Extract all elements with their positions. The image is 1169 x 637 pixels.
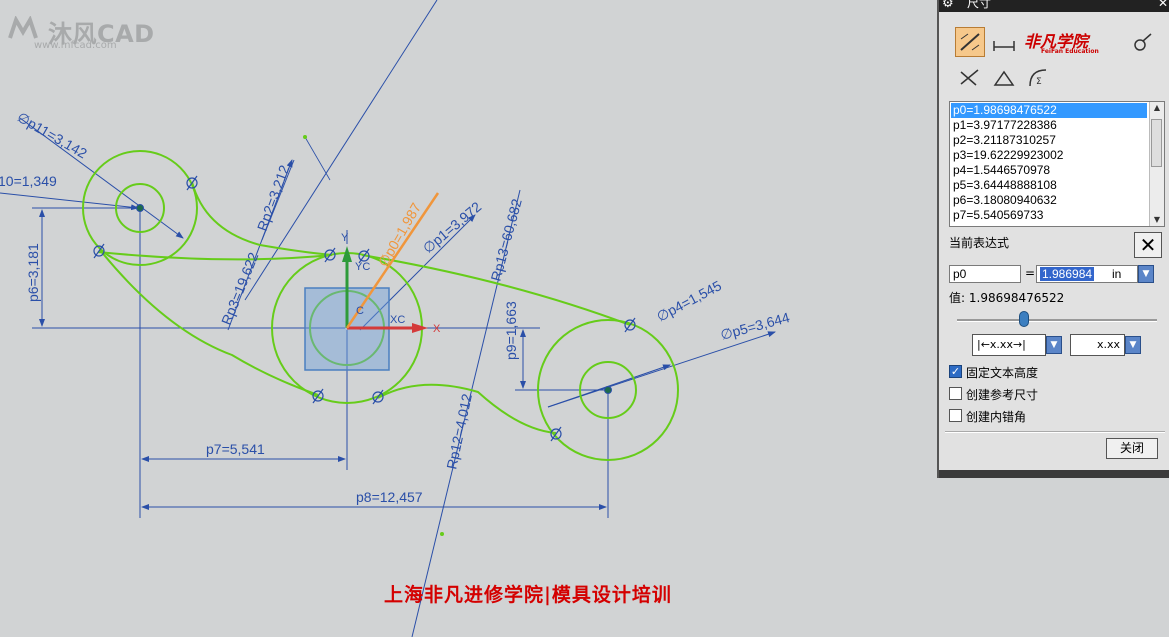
- create-alternate-angle-label: 创建内错角: [966, 410, 1027, 424]
- dialog-titlebar[interactable]: ⚙ 尺寸 ✕: [939, 0, 1169, 12]
- dimensions-dialog: ⚙ 尺寸 ✕ 非凡学院 FeiFan Education Σ p0=1.9869…: [937, 0, 1169, 478]
- gear-icon[interactable]: ⚙: [942, 0, 954, 11]
- arc-length-dimension-button[interactable]: Σ: [1023, 62, 1053, 92]
- arc-length-dimension-icon: Σ: [1029, 69, 1047, 87]
- create-reference-dimension-checkbox[interactable]: [949, 387, 962, 400]
- tolerance-dropdown-button[interactable]: ▼: [1125, 336, 1141, 354]
- tolerance-format-select[interactable]: x.xx: [1070, 334, 1125, 356]
- svg-text:Σ: Σ: [1036, 77, 1042, 87]
- dim-p6[interactable]: p6=3,181: [25, 243, 41, 302]
- value-slider-thumb[interactable]: [1019, 311, 1029, 327]
- scroll-down-icon[interactable]: ▼: [1153, 215, 1161, 224]
- dim-rp13[interactable]: Rp13=60,682: [487, 197, 524, 283]
- expression-list-item[interactable]: p0=1.98698476522: [951, 103, 1147, 118]
- current-expression-label: 当前表达式: [949, 236, 1010, 250]
- unit-label: in: [1112, 267, 1122, 281]
- dim-rp3[interactable]: Rp3=19,622: [218, 250, 262, 327]
- end-point[interactable]: [440, 532, 444, 536]
- dimension-toolbar: 非凡学院 FeiFan Education Σ: [949, 22, 1167, 98]
- create-alternate-angle-checkbox[interactable]: [949, 409, 962, 422]
- inferred-dimension-button[interactable]: [955, 27, 985, 57]
- watermark-url: www.mfcad.com: [34, 40, 117, 51]
- angular-dimension-icon: [960, 69, 979, 86]
- value-label: 值: 1.98698476522: [949, 291, 1065, 305]
- dimension-format-select[interactable]: |←x.xx→|: [972, 334, 1046, 356]
- dialog-title: 尺寸: [967, 0, 992, 10]
- dim-rp12[interactable]: Rp12=4,012: [443, 392, 475, 471]
- watermark-logo: 沐风CAD: [48, 20, 155, 48]
- angular-dimension-button[interactable]: [955, 62, 985, 92]
- y-axis-label: Y: [341, 232, 349, 244]
- dim-p4[interactable]: ∅p4=1,545: [654, 277, 724, 325]
- expression-list-item[interactable]: p1=3.97177228386: [953, 118, 1057, 132]
- brand-subtitle: FeiFan Education: [1041, 48, 1099, 55]
- close-icon[interactable]: ✕: [1157, 0, 1168, 10]
- equals-label: =: [1025, 266, 1036, 280]
- value-slider-track[interactable]: [957, 319, 1157, 322]
- dim-p5[interactable]: ∅p5=3,644: [719, 309, 792, 343]
- horizontal-dimension-button[interactable]: [989, 27, 1019, 57]
- graphics-viewport[interactable]: Y YC XC X C ∅p11=3,142 10=1,349 p6=3,181…: [0, 0, 937, 637]
- perimeter-dimension-icon: [993, 70, 1015, 86]
- delete-button[interactable]: ✕: [1134, 232, 1162, 258]
- expression-list-item[interactable]: p3=19.62229923002: [953, 148, 1064, 162]
- scroll-up-icon[interactable]: ▲: [1153, 103, 1161, 112]
- reference-line-lower[interactable]: [411, 189, 521, 637]
- value-dropdown-button[interactable]: ▼: [1138, 265, 1154, 283]
- brand-logo: 非凡学院: [1024, 32, 1089, 51]
- perimeter-dimension-button[interactable]: [989, 62, 1019, 92]
- format-dropdown-button[interactable]: ▼: [1046, 336, 1062, 354]
- expression-list-item[interactable]: p5=3.64448888108: [953, 178, 1057, 192]
- expression-list-item[interactable]: p2=3.21187310257: [953, 133, 1056, 147]
- dim-p9[interactable]: p9=1,663: [503, 301, 519, 360]
- dim-p8[interactable]: p8=12,457: [356, 489, 423, 505]
- footer-caption: 上海非凡进修学院|模具设计培训: [384, 584, 672, 606]
- reference-line-upper[interactable]: [244, 0, 438, 301]
- close-button[interactable]: 关闭: [1106, 438, 1158, 459]
- dim-rp2[interactable]: Rp2=3,212: [254, 163, 293, 233]
- p0-dimension-line[interactable]: [345, 192, 440, 329]
- expression-list-item[interactable]: p7=5.540569733: [953, 208, 1044, 222]
- scroll-thumb[interactable]: [1151, 119, 1162, 167]
- expression-list-item[interactable]: p4=1.5446570978: [953, 163, 1051, 177]
- yc-axis-label: YC: [355, 261, 370, 273]
- inferred-dimension-icon: [960, 33, 980, 51]
- value-selection: 1.986984: [1040, 267, 1095, 281]
- dim-p0[interactable]: ∅p0=1,987: [375, 200, 424, 270]
- fixed-text-height-checkbox[interactable]: ✓: [949, 365, 962, 378]
- expression-list-item[interactable]: p6=3.18080940632: [953, 193, 1057, 207]
- dialog-bottom-border: [939, 470, 1169, 478]
- dim-p7[interactable]: p7=5,541: [206, 441, 265, 457]
- expression-value-field[interactable]: 1.986984 in: [1036, 265, 1138, 283]
- vertical-scrollbar[interactable]: ▲ ▼: [1149, 102, 1164, 226]
- xc-axis-label: XC: [390, 314, 405, 326]
- create-reference-dimension-label: 创建参考尺寸: [966, 388, 1039, 402]
- divider: [945, 431, 1165, 433]
- sketch-canvas[interactable]: Y YC XC X C ∅p11=3,142 10=1,349 p6=3,181…: [0, 0, 937, 637]
- mfcad-logo-icon: [8, 16, 38, 39]
- c-label: C: [356, 305, 364, 317]
- x-axis-label: X: [433, 323, 441, 335]
- dim-p10[interactable]: 10=1,349: [0, 173, 57, 189]
- diameter-dimension-button[interactable]: [1127, 27, 1157, 57]
- diameter-dimension-icon: [1134, 33, 1152, 51]
- horizontal-dimension-icon: [993, 41, 1015, 51]
- fixed-text-height-label: 固定文本高度: [966, 366, 1039, 380]
- dim-p11[interactable]: ∅p11=3,142: [15, 109, 90, 162]
- expression-name-field[interactable]: p0: [949, 265, 1021, 283]
- end-point[interactable]: [303, 135, 307, 139]
